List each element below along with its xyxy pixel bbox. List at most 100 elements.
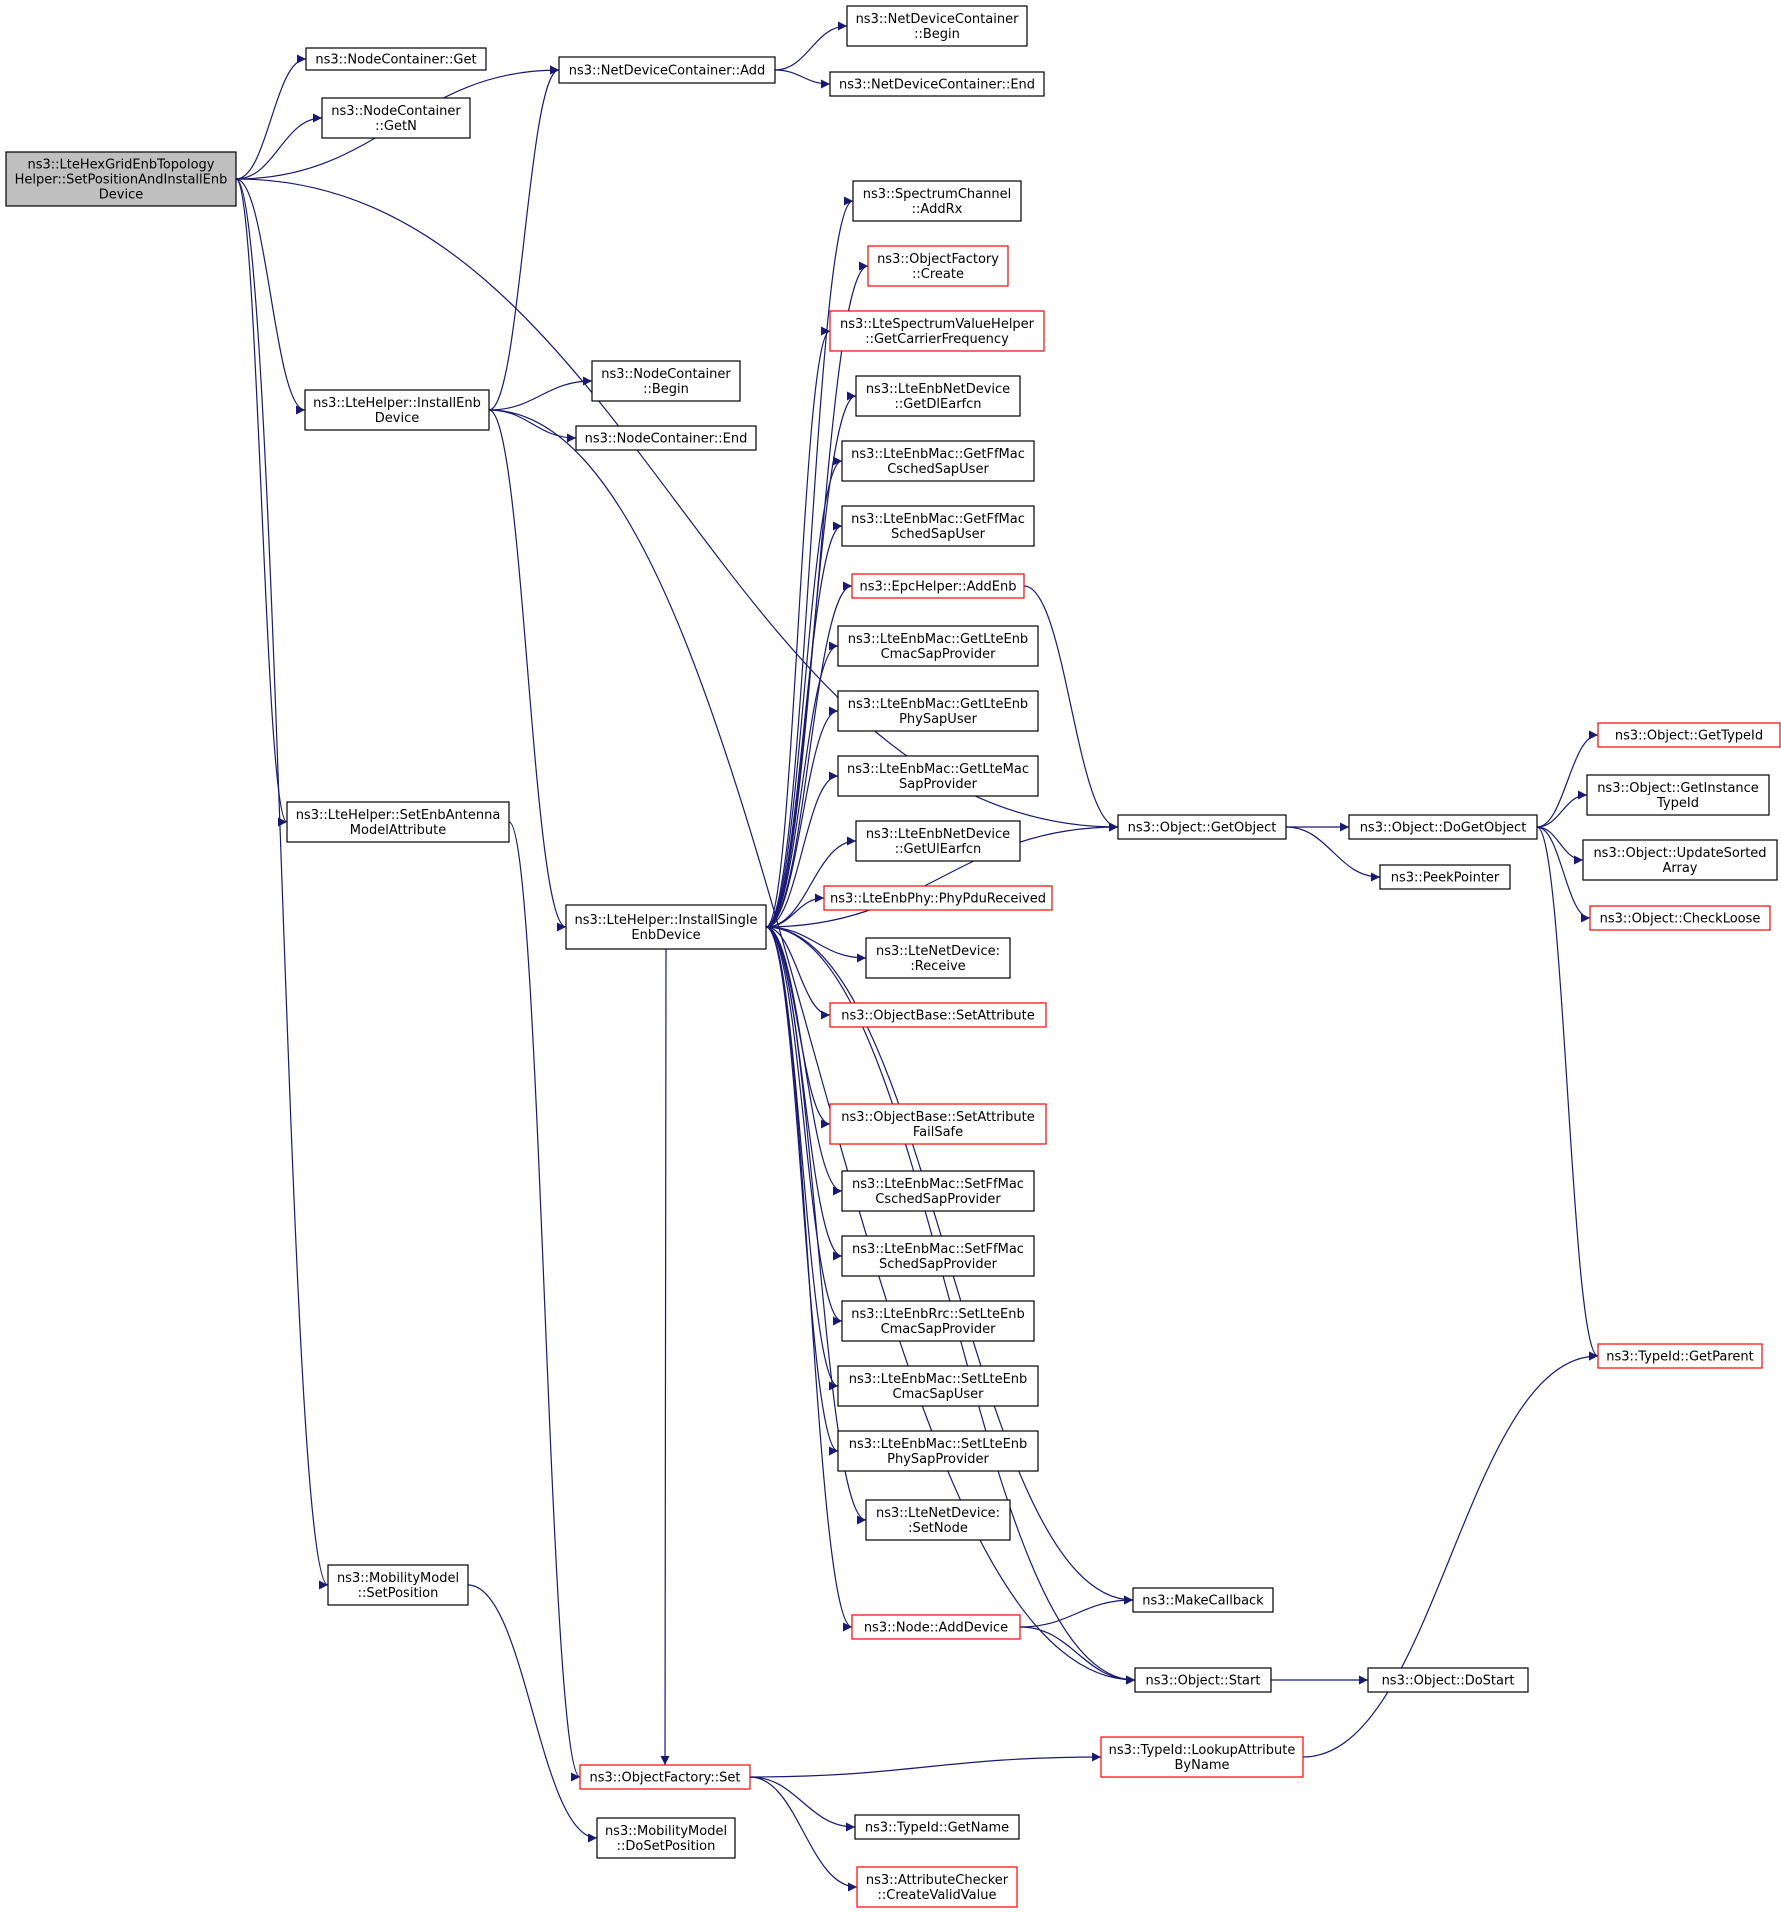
node-set-antenna[interactable]: ns3::LteHelper::SetEnbAntennaModelAttrib… xyxy=(286,801,510,843)
node-svh-getcf[interactable]: ns3::LteSpectrumValueHelper::GetCarrierF… xyxy=(829,310,1045,352)
node-label-line: TypeId xyxy=(1656,796,1699,811)
node-label-line: ::GetN xyxy=(375,119,417,134)
node-label-line: Helper::SetPositionAndInstallEnb xyxy=(15,173,228,188)
node-label-line: ::SetPosition xyxy=(358,1586,439,1601)
node-epc-addenb[interactable]: ns3::EpcHelper::AddEnb xyxy=(851,573,1025,599)
node-label-line: ns3::LteEnbNetDevice xyxy=(866,382,1010,397)
call-edge-node_adddev-to-obj_start xyxy=(1019,1626,1136,1685)
edges-layer xyxy=(235,21,1599,1892)
call-edge-install_single-to-lnd_setnode xyxy=(765,926,867,1525)
node-obj-getobject[interactable]: ns3::Object::GetObject xyxy=(1117,814,1287,840)
node-ndc-end[interactable]: ns3::NetDeviceContainer::End xyxy=(829,71,1045,97)
node-sc-addrx[interactable]: ns3::SpectrumChannel::AddRx xyxy=(852,180,1022,222)
node-label-line: ns3::LteEnbMac::GetFfMac xyxy=(851,447,1025,462)
node-box xyxy=(591,360,741,402)
node-lnd-receive[interactable]: ns3::LteNetDevice::Receive xyxy=(865,937,1011,979)
node-obj-dogetobject[interactable]: ns3::Object::DoGetObject xyxy=(1348,814,1538,840)
node-box xyxy=(865,937,1011,979)
node-box xyxy=(1134,1667,1272,1693)
node-lnd-setnode[interactable]: ns3::LteNetDevice::SetNode xyxy=(865,1499,1011,1541)
node-label-line: Array xyxy=(1662,861,1697,876)
node-obj-checkloose[interactable]: ns3::Object::CheckLoose xyxy=(1589,905,1771,931)
call-edge-node_adddev-to-makecallback xyxy=(1019,1595,1134,1628)
node-ndc-add[interactable]: ns3::NetDeviceContainer::Add xyxy=(558,56,776,84)
node-obj-dostart[interactable]: ns3::Object::DoStart xyxy=(1367,1667,1529,1693)
node-ac-createvalid[interactable]: ns3::AttributeChecker::CreateValidValue xyxy=(856,1866,1018,1908)
call-edge-install_single-to-mac_getcmac xyxy=(765,641,839,928)
node-root[interactable]: ns3::LteHexGridEnbTopologyHelper::SetPos… xyxy=(5,151,237,207)
node-label-line: ns3::TypeId::GetName xyxy=(865,1821,1009,1836)
call-edge-install_enb-to-obj_start xyxy=(488,409,1136,1685)
node-node-adddev[interactable]: ns3::Node::AddDevice xyxy=(851,1614,1021,1640)
node-box xyxy=(841,505,1035,547)
call-edge-epc_addenb-to-obj_getobject xyxy=(1023,585,1119,832)
node-label-line: ns3::Object::UpdateSorted xyxy=(1593,846,1766,861)
node-phy-pdu[interactable]: ns3::LteEnbPhy::PhyPduReceived xyxy=(823,885,1053,911)
node-label-line: ns3::LteHexGridEnbTopology xyxy=(27,158,214,173)
node-label-line: ::GetDlEarfcn xyxy=(894,397,981,412)
node-label-line: ns3::LteNetDevice: xyxy=(876,1506,1000,1521)
node-label-line: ns3::EpcHelper::AddEnb xyxy=(859,580,1016,595)
call-edge-root-to-mm_setpos xyxy=(235,178,329,1590)
node-tid-getname[interactable]: ns3::TypeId::GetName xyxy=(854,1814,1020,1840)
node-label-line: ns3::LteEnbNetDevice xyxy=(866,827,1010,842)
node-label-line: ns3::PeekPointer xyxy=(1391,871,1500,886)
call-edge-obj_dogetobject-to-obj_checkloose xyxy=(1536,826,1591,923)
node-mm-setpos[interactable]: ns3::MobilityModel::SetPosition xyxy=(327,1564,469,1606)
node-label-line: ns3::LteEnbRrc::SetLteEnb xyxy=(851,1307,1024,1322)
node-ob-setattr[interactable]: ns3::ObjectBase::SetAttribute xyxy=(829,1002,1047,1028)
node-label-line: ns3::Object::DoGetObject xyxy=(1360,821,1527,836)
node-mac-setffcsched[interactable]: ns3::LteEnbMac::SetFfMacCschedSapProvide… xyxy=(841,1170,1035,1212)
node-label-line: ns3::LteEnbPhy::PhyPduReceived xyxy=(830,892,1046,907)
node-label-line: ns3::LteEnbMac::SetLteEnb xyxy=(849,1372,1028,1387)
node-box xyxy=(1589,905,1771,931)
node-box xyxy=(829,310,1045,352)
node-label-line: ns3::MakeCallback xyxy=(1142,1594,1264,1609)
node-label-line: SchedSapProvider xyxy=(879,1257,998,1272)
node-label-line: ns3::SpectrumChannel xyxy=(863,187,1011,202)
node-label-line: ns3::LteEnbMac::SetLteEnb xyxy=(849,1437,1028,1452)
node-peekpointer[interactable]: ns3::PeekPointer xyxy=(1379,864,1511,890)
call-edge-install_single-to-mac_getffsched xyxy=(765,521,843,928)
node-tid-getparent[interactable]: ns3::TypeId::GetParent xyxy=(1597,1343,1763,1369)
node-box xyxy=(837,1430,1039,1472)
call-edge-obj_getobject-to-peekpointer xyxy=(1285,826,1381,882)
call-edge-mm_setpos-to-mm_dosetpos xyxy=(467,1584,598,1843)
node-box xyxy=(865,1499,1011,1541)
call-edge-install_single-to-epc_addenb xyxy=(765,581,853,928)
node-of-set[interactable]: ns3::ObjectFactory::Set xyxy=(579,1764,751,1790)
node-of-create[interactable]: ns3::ObjectFactory::Create xyxy=(867,245,1009,287)
node-box xyxy=(1367,1667,1529,1693)
node-label-line: ns3::AttributeChecker xyxy=(866,1873,1009,1888)
node-nd-getdl[interactable]: ns3::LteEnbNetDevice::GetDlEarfcn xyxy=(855,375,1021,417)
node-makecallback[interactable]: ns3::MakeCallback xyxy=(1132,1587,1274,1613)
node-box xyxy=(823,885,1053,911)
node-label-line: EnbDevice xyxy=(631,928,700,943)
node-nd-getul[interactable]: ns3::LteEnbNetDevice::GetUlEarfcn xyxy=(855,820,1021,862)
node-obj-gettypeid[interactable]: ns3::Object::GetTypeId xyxy=(1597,722,1781,748)
call-edge-install_single-to-mac_getltemac xyxy=(765,771,839,928)
node-nc-getn[interactable]: ns3::NodeContainer::GetN xyxy=(321,97,471,139)
node-label-line: ns3::ObjectBase::SetAttribute xyxy=(841,1110,1035,1125)
node-nc-get[interactable]: ns3::NodeContainer::Get xyxy=(305,47,487,71)
node-mm-dosetpos[interactable]: ns3::MobilityModel::DoSetPosition xyxy=(596,1817,736,1859)
node-nc-end[interactable]: ns3::NodeContainer::End xyxy=(575,425,757,451)
node-nc-begin[interactable]: ns3::NodeContainer::Begin xyxy=(591,360,741,402)
node-ndc-begin[interactable]: ns3::NetDeviceContainer::Begin xyxy=(846,5,1028,47)
node-obj-start[interactable]: ns3::Object::Start xyxy=(1134,1667,1272,1693)
